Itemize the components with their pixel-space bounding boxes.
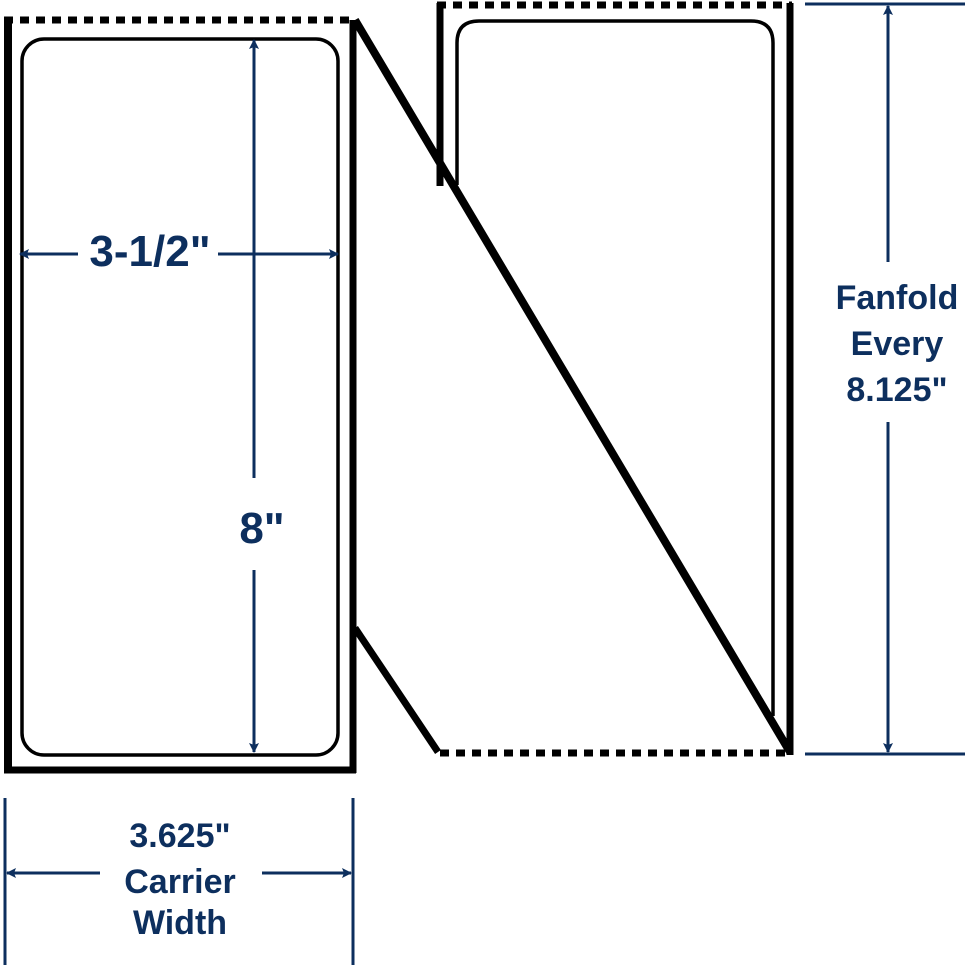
fold-line (351, 17, 794, 755)
carrier-text-line2: Carrier (124, 863, 236, 901)
carrier-text-line3: Width (133, 904, 227, 942)
label-height-dimension: 8" (239, 39, 285, 753)
fold-line-lower (352, 626, 441, 754)
back-label-outline (455, 19, 775, 716)
carrier-text-line1: 3.625" (129, 817, 230, 855)
back-panel (436, 1, 794, 757)
front-panel (4, 16, 357, 774)
fanfold-text-line2: Every (851, 325, 944, 363)
fanfold-text-line3: 8.125" (846, 371, 947, 409)
carrier-width-dimension: 3.625" Carrier Width (3, 798, 355, 965)
fanfold-text-line1: Fanfold (836, 279, 959, 317)
label-width-dimension: 3-1/2" (19, 227, 339, 276)
fanfold-dimension: Fanfold Every 8.125" (805, 2, 965, 756)
label-outline (20, 37, 340, 757)
label-width-text: 3-1/2" (89, 227, 210, 276)
label-height-text: 8" (239, 504, 284, 553)
